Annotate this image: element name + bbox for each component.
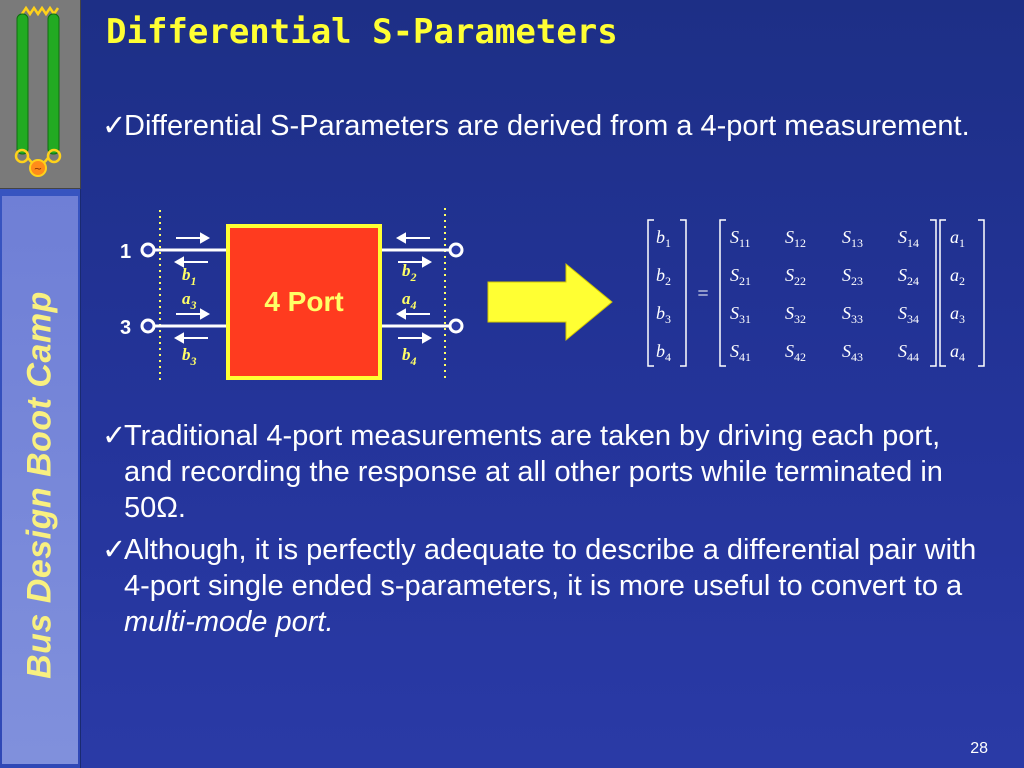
bullet-3-text: Although, it is perfectly adequate to de… (124, 534, 977, 602)
bullet-2: ✓ Traditional 4-port measurements are ta… (102, 418, 984, 526)
matrix-b4: b4 (656, 341, 671, 364)
port-1-label: 1 (120, 241, 131, 263)
matrix-s11: S11 (730, 227, 751, 250)
logo: ~ (0, 0, 81, 189)
label-b3: b3 (182, 345, 197, 368)
matrix-s32: S32 (785, 303, 806, 326)
bullet-1-text: Differential S-Parameters are derived fr… (124, 110, 970, 142)
matrix-s42: S42 (785, 341, 806, 364)
port-3-terminal (140, 318, 156, 334)
check-icon: ✓ (102, 534, 127, 566)
four-port-box (226, 224, 382, 380)
matrix-a1: a1 (950, 227, 965, 250)
equals-sign: = (697, 283, 708, 305)
matrix-s14: S14 (898, 227, 919, 250)
matrix-s41: S41 (730, 341, 751, 364)
matrix-s31: S31 (730, 303, 751, 326)
matrix-a3: a3 (950, 303, 965, 326)
label-a4: a4 (402, 289, 417, 312)
label-b2: b2 (402, 261, 417, 284)
matrix-b2: b2 (656, 265, 671, 288)
right-arrow-icon (487, 262, 613, 342)
box-label: 4 Port (264, 286, 343, 317)
bullet-3-italic: multi-mode port. (124, 606, 334, 638)
label-b1: b1 (182, 265, 197, 288)
check-icon: ✓ (102, 420, 127, 452)
slide-title: Differential S-Parameters (106, 12, 618, 52)
page-number: 28 (970, 740, 988, 757)
sidebar-title: Bus Design Boot Camp (20, 291, 59, 679)
port-2-terminal (448, 242, 464, 258)
port-1-terminal (140, 242, 156, 258)
svg-text:~: ~ (34, 164, 42, 175)
circuit-logo-icon: ~ (14, 5, 62, 177)
matrix-a2: a2 (950, 265, 965, 288)
check-icon: ✓ (102, 110, 127, 142)
matrix-s24: S24 (898, 265, 919, 288)
label-a3: a3 (182, 289, 197, 312)
four-port-diagram: 4 Port 1 3 b1 a3 b3 b2 a4 b4 (120, 208, 464, 380)
matrix-a4: a4 (950, 341, 965, 364)
label-b4: b4 (402, 345, 417, 368)
matrix-s23: S23 (842, 265, 863, 288)
bullet-2-text: Traditional 4-port measurements are take… (124, 420, 943, 524)
port-3-label: 3 (120, 317, 131, 339)
matrix-s21: S21 (730, 265, 751, 288)
bullet-3: ✓ Although, it is perfectly adequate to … (102, 532, 984, 640)
matrix-s43: S43 (842, 341, 863, 364)
port-4-terminal (448, 318, 464, 334)
matrix-b1: b1 (656, 227, 671, 250)
matrix-s33: S33 (842, 303, 863, 326)
matrix-s22: S22 (785, 265, 806, 288)
matrix-s13: S13 (842, 227, 863, 250)
sidebar-label-panel (2, 196, 78, 764)
matrix-b3: b3 (656, 303, 671, 326)
matrix-s34: S34 (898, 303, 919, 326)
matrix-s12: S12 (785, 227, 806, 250)
bullet-1: ✓ Differential S-Parameters are derived … (102, 108, 984, 144)
matrix-s44: S44 (898, 341, 919, 364)
